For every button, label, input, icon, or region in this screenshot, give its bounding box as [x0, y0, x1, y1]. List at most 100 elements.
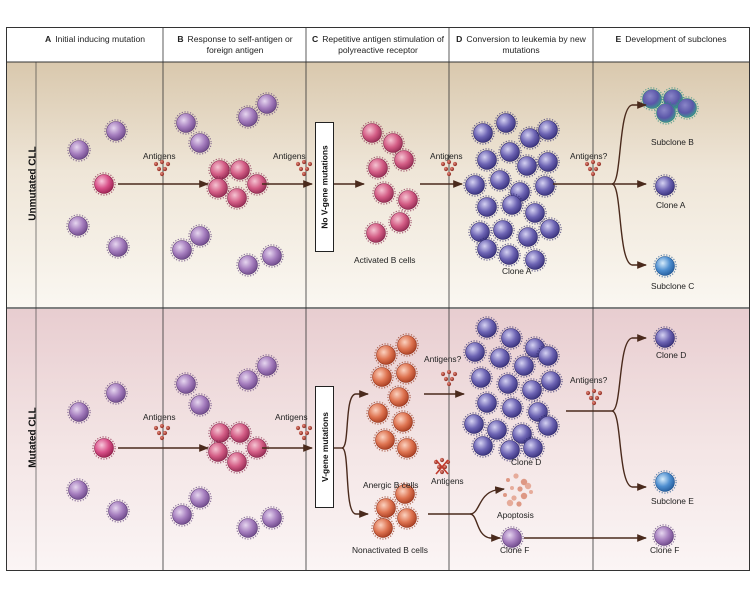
column-letter: C	[311, 34, 319, 44]
subclone-b-label: Subclone B	[651, 137, 694, 147]
blue-b-cell	[653, 254, 677, 278]
antigens-question-label: Antigens?	[424, 354, 462, 364]
leukemic-b-cell	[536, 150, 560, 174]
activated-b-cell	[366, 156, 390, 180]
purple-b-cell	[174, 111, 198, 135]
leukemic-b-cell	[523, 201, 547, 225]
anergic-b-cell	[393, 482, 417, 506]
purple-b-cell	[236, 105, 260, 129]
arrows-top	[118, 101, 647, 269]
antigens-label: Antigens	[430, 151, 463, 161]
initial-mutated-b-cell	[92, 436, 116, 460]
leukemic-b-cell	[538, 217, 562, 241]
column-letter: D	[456, 34, 463, 44]
purple-b-cell	[67, 138, 91, 162]
antigen-cluster-icon	[440, 159, 458, 177]
activated-b-cell	[388, 210, 412, 234]
leukemic-b-cell	[518, 126, 542, 150]
anergic-b-cell	[395, 436, 419, 460]
apoptotic-fragment	[511, 495, 517, 501]
activated-b-cell	[225, 186, 249, 210]
apoptotic-fragment	[524, 482, 532, 490]
anergic-b-cell	[371, 516, 395, 540]
purple-b-cell	[170, 503, 194, 527]
leukemic-b-cell	[494, 111, 518, 135]
apoptotic-fragment	[517, 486, 523, 492]
leukemic-b-cell	[475, 148, 499, 172]
leukemic-b-cell	[520, 378, 544, 402]
antigen-cluster-icon	[295, 159, 313, 177]
leukemic-b-cell	[498, 438, 522, 462]
clone-a-label-e: Clone A	[656, 200, 686, 210]
apoptotic-fragment	[516, 501, 522, 507]
antigens-label: Antigens	[431, 476, 464, 486]
nonactivated-b-cells-label: Nonactivated B cells	[352, 545, 428, 555]
cells-layer	[66, 87, 699, 550]
activated-b-cell	[360, 121, 384, 145]
subclone-c-label: Subclone C	[651, 281, 695, 291]
no-vgene-label: No V-gene mutations	[319, 145, 330, 229]
leukemic-b-cell	[469, 366, 493, 390]
antigens-question-label: Antigens?	[570, 375, 608, 385]
apoptotic-fragment	[520, 492, 528, 500]
leukemic-b-cell	[475, 316, 499, 340]
purple-b-cell	[652, 524, 676, 548]
apoptosis-label: Apoptosis	[497, 510, 534, 520]
leukemic-b-cell	[653, 174, 677, 198]
subclone-b-cell	[640, 87, 664, 111]
leukemic-b-cell	[475, 391, 499, 415]
column-title: Initial inducing mutation	[55, 34, 146, 44]
leukemic-b-cell	[500, 396, 524, 420]
vgene-label: V-gene mutations	[319, 412, 330, 482]
subclone-b-cell	[654, 101, 678, 125]
apoptotic-fragment	[529, 490, 533, 494]
antigen-cluster-icon	[295, 423, 313, 441]
activated-b-cell	[228, 421, 252, 445]
leukemic-b-cell	[471, 434, 495, 458]
leukemic-b-cell	[463, 340, 487, 364]
purple-b-cell	[260, 506, 284, 530]
purple-b-cell	[67, 400, 91, 424]
activated-b-cell	[228, 158, 252, 182]
column-letter: E	[615, 34, 622, 44]
leukemic-b-cell	[497, 243, 521, 267]
leukemic-b-cell	[512, 354, 536, 378]
leukemic-b-cell	[516, 225, 540, 249]
blue-b-cell	[653, 470, 677, 494]
leukemic-b-cell	[653, 326, 677, 350]
purple-b-cell	[188, 224, 212, 248]
antigens-question-label: Antigens?	[570, 151, 608, 161]
clone-a-label: Clone A	[502, 266, 532, 276]
purple-b-cell	[188, 486, 212, 510]
subclone-e-label: Subclone E	[651, 496, 694, 506]
column-title: Response to self-antigen or foreign anti…	[187, 34, 293, 55]
column-title: Development of subclones	[625, 34, 727, 44]
column-title: Repetitive antigen stimulation of polyre…	[322, 34, 445, 55]
purple-b-cell	[106, 499, 130, 523]
no-vgene-mutations-box: No V-gene mutations	[315, 122, 334, 252]
antigen-cluster-icon	[153, 159, 171, 177]
anergic-b-cell	[373, 428, 397, 452]
purple-b-cell	[188, 131, 212, 155]
anergic-b-cell	[366, 401, 390, 425]
leukemic-b-cell	[536, 414, 560, 438]
leukemic-b-cell	[488, 346, 512, 370]
anergic-b-cell	[394, 361, 418, 385]
leukemic-b-cell	[539, 369, 563, 393]
purple-b-cell	[255, 354, 279, 378]
leukemic-b-cell	[500, 193, 524, 217]
column-letter: B	[177, 34, 184, 44]
activated-b-cell	[372, 181, 396, 205]
clone-d-label-e: Clone D	[656, 350, 687, 360]
apoptotic-fragment	[506, 499, 514, 507]
antigens-label: Antigens	[143, 151, 176, 161]
purple-b-cell	[236, 516, 260, 540]
antigen-cluster-icon	[440, 369, 458, 387]
activated-b-cell	[225, 450, 249, 474]
apoptotic-fragment	[513, 473, 519, 479]
leukemic-b-cell	[523, 248, 547, 272]
activated-b-cell	[206, 440, 230, 464]
activated-b-cells-label: Activated B cells	[354, 255, 416, 265]
